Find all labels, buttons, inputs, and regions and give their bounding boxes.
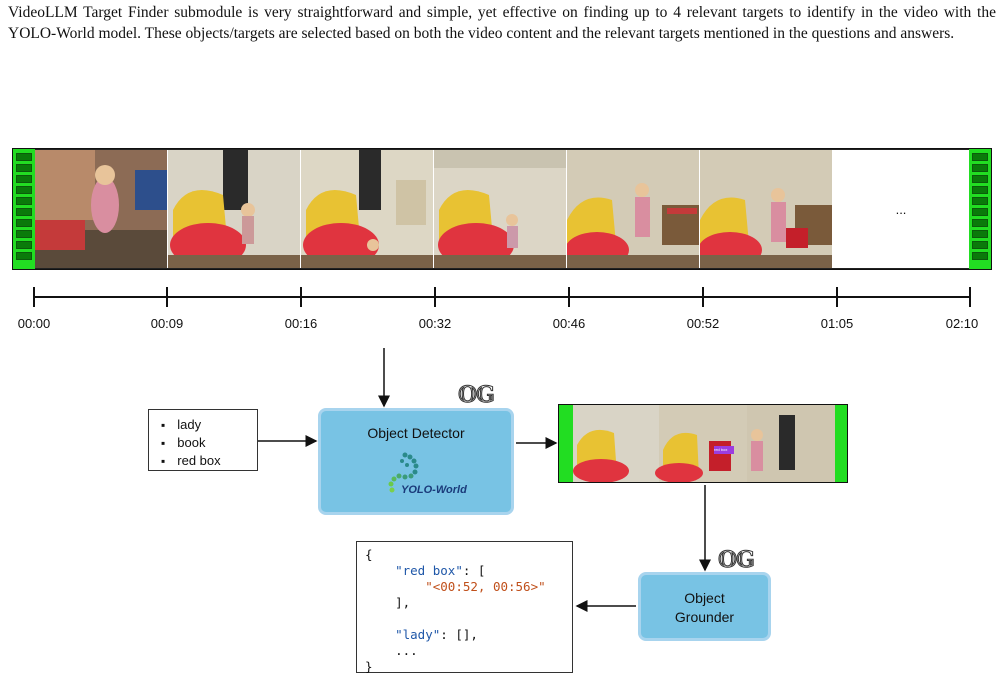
json-interval-value: "<00:52, 00:56>" bbox=[425, 579, 546, 594]
timeline-tick bbox=[300, 287, 302, 307]
timestamp-label: 00:09 bbox=[150, 316, 184, 331]
target-list: lady book red box bbox=[148, 409, 258, 471]
target-item: lady bbox=[161, 416, 257, 434]
video-frame bbox=[168, 150, 301, 268]
film-ellipsis: ... bbox=[833, 150, 969, 268]
film-sprocket-right bbox=[969, 149, 991, 269]
timestamp-label: 00:32 bbox=[418, 316, 452, 331]
film-sprocket-left bbox=[13, 149, 35, 269]
timestamp-label: 00:46 bbox=[552, 316, 586, 331]
target-item: red box bbox=[161, 452, 257, 470]
timeline-tick bbox=[969, 287, 971, 307]
json-key-lady: "lady" bbox=[395, 627, 441, 642]
yolo-world-logo-icon bbox=[388, 452, 419, 493]
object-grounder-box: Object Grounder bbox=[638, 572, 771, 641]
json-punct: : [], bbox=[440, 627, 478, 642]
json-punct: : [ bbox=[462, 563, 486, 578]
target-item: book bbox=[161, 434, 257, 452]
timeline-tick bbox=[568, 287, 570, 307]
object-detector-box: Object Detector YOLO-World bbox=[318, 408, 514, 515]
timeline-tick bbox=[702, 287, 704, 307]
json-open: { bbox=[365, 547, 373, 562]
json-close: } bbox=[365, 659, 373, 674]
video-frame bbox=[567, 150, 700, 268]
timestamp-label: 00:52 bbox=[686, 316, 720, 331]
json-punct: ], bbox=[395, 595, 411, 610]
timeline-tick bbox=[33, 287, 35, 307]
object-grounder-title-line1: Object bbox=[684, 590, 725, 606]
json-output: { "red box": [ "<00:52, 00:56>" ], "lady… bbox=[356, 541, 573, 674]
object-grounder-title-line2: Grounder bbox=[674, 609, 735, 625]
og-badge-grounder: 𝕆𝔾 bbox=[718, 548, 756, 574]
detection-label: red box bbox=[714, 447, 728, 452]
video-frame bbox=[434, 150, 567, 268]
timestamp-label: 00:00 bbox=[17, 316, 51, 331]
json-ellipsis: ... bbox=[395, 643, 418, 658]
og-badge-detector: 𝕆𝔾 bbox=[458, 383, 496, 409]
intro-paragraph: VideoLLM Target Finder submodule is very… bbox=[8, 4, 996, 42]
timeline-tick bbox=[836, 287, 838, 307]
timeline-tick bbox=[166, 287, 168, 307]
timeline-tick bbox=[434, 287, 436, 307]
timestamp-label: 00:16 bbox=[284, 316, 318, 331]
yolo-world-logo-text: YOLO-World bbox=[401, 484, 467, 496]
timestamp-label: 02:10 bbox=[945, 316, 979, 331]
object-detector-title: Object Detector bbox=[367, 425, 465, 441]
timestamp-label: 01:05 bbox=[820, 316, 854, 331]
video-frame bbox=[700, 150, 833, 268]
video-frame bbox=[35, 150, 168, 268]
detected-frames-strip: red box bbox=[558, 404, 848, 483]
video-frame bbox=[301, 150, 434, 268]
timeline-axis bbox=[33, 296, 970, 298]
json-key-red-box: "red box" bbox=[395, 563, 463, 578]
video-filmstrip: ... bbox=[12, 148, 992, 270]
